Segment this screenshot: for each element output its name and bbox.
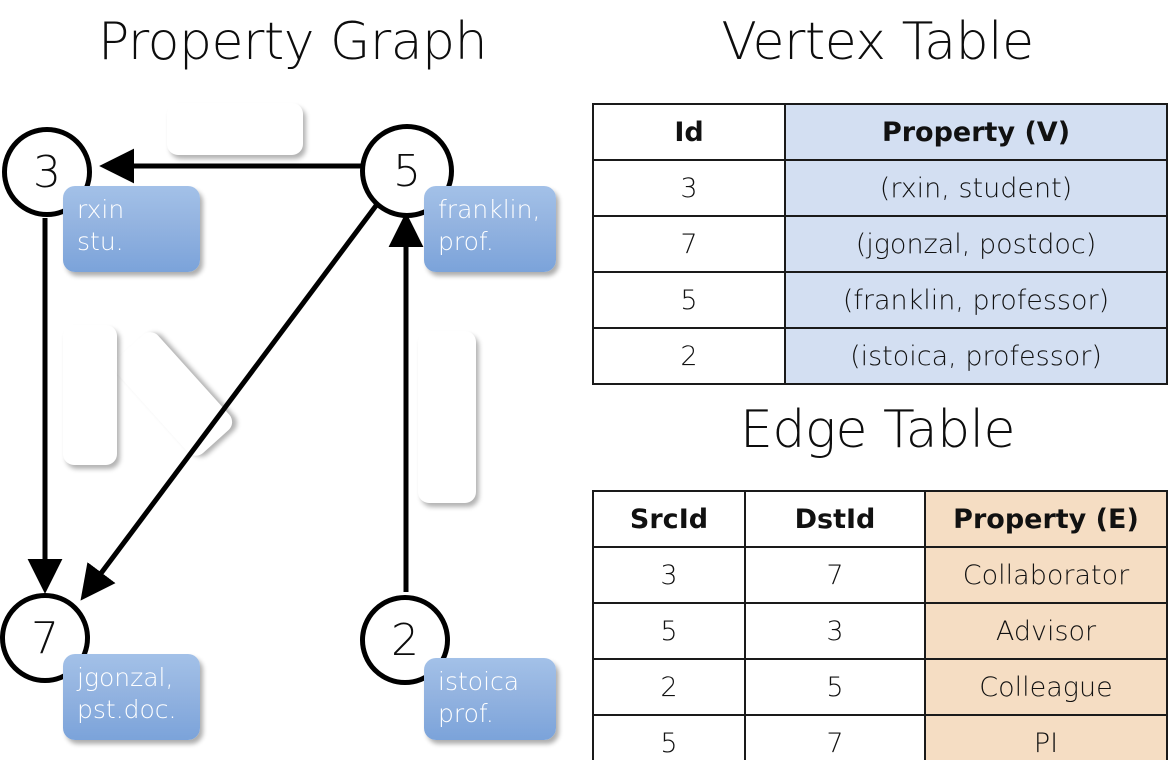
edge-label-advisor-text: Advisor — [184, 113, 286, 145]
table-row: 3 7 Collaborator — [592, 546, 1168, 604]
vertex-property-box-3-line2: stu. — [77, 227, 124, 256]
vertex-table-header-property: Property (V) — [784, 103, 1168, 161]
edge-table-header-property: Property (E) — [924, 490, 1168, 548]
edge-row-2-dst: 5 — [744, 658, 926, 716]
edge-table-header-dstid: DstId — [744, 490, 926, 548]
edge-row-2-property: Colleague — [924, 658, 1168, 716]
vertex-property-box-7: jgonzal, pst.doc. — [63, 654, 200, 740]
vertex-property-box-7-line1: jgonzal, — [77, 663, 174, 692]
graph-node-5-label: 5 — [393, 145, 421, 197]
vertex-property-box-2-line2: prof. — [438, 699, 494, 728]
graph-node-2-label: 2 — [391, 614, 419, 666]
vertex-property-box-5-line2: prof. — [438, 227, 494, 256]
edge-label-pi-text: PI — [153, 374, 193, 414]
edge-label-collab: Collab. — [63, 325, 117, 465]
edge-row-1-src: 5 — [592, 602, 746, 660]
edge-table: SrcId DstId Property (E) 3 7 Collaborato… — [592, 490, 1168, 760]
vertex-row-0-id: 3 — [592, 159, 786, 217]
table-row: 7 (jgonzal, postdoc) — [592, 215, 1168, 273]
graph-node-3-label: 3 — [33, 146, 61, 198]
table-row: 5 (franklin, professor) — [592, 271, 1168, 329]
table-row: 2 5 Colleague — [592, 658, 1168, 716]
edge-table-header-srcid: SrcId — [592, 490, 746, 548]
edge-row-3-dst: 7 — [744, 714, 926, 760]
vertex-row-2-property: (franklin, professor) — [784, 271, 1168, 329]
edge-row-3-property: PI — [924, 714, 1168, 760]
property-graph-diagram: 3 5 7 2 rxin stu. franklin, prof. jgonza… — [0, 103, 556, 740]
graph-node-2[interactable]: 2 — [360, 595, 450, 685]
edge-row-0-dst: 7 — [744, 546, 926, 604]
table-row: 3 (rxin, student) — [592, 159, 1168, 217]
vertex-property-box-5: franklin, prof. — [424, 186, 556, 272]
vertex-row-1-id: 7 — [592, 215, 786, 273]
edge-row-1-dst: 3 — [744, 602, 926, 660]
vertex-property-box-5-line1: franklin, — [438, 195, 541, 224]
table-row: 5 3 Advisor — [592, 602, 1168, 660]
vertex-table-header-id: Id — [592, 103, 786, 161]
edge-row-3-src: 5 — [592, 714, 746, 760]
table-row: 5 7 PI — [592, 714, 1168, 760]
edge-label-advisor: Advisor — [167, 103, 303, 155]
edge-row-0-src: 3 — [592, 546, 746, 604]
vertex-property-box-3: rxin stu. — [63, 186, 200, 272]
vertex-table: Id Property (V) 3 (rxin, student) 7 (jgo… — [592, 103, 1168, 385]
edge-table-header-row: SrcId DstId Property (E) — [592, 490, 1168, 548]
edge-row-2-src: 2 — [592, 658, 746, 716]
graph-node-7-label: 7 — [31, 612, 59, 664]
page-title-vertex-table: Vertex Table — [721, 12, 1034, 72]
edge-label-collab-text: Collab. — [74, 348, 106, 442]
vertex-row-0-property: (rxin, student) — [784, 159, 1168, 217]
vertex-property-box-3-line1: rxin — [77, 195, 125, 224]
edge-5-to-7-pi — [80, 201, 381, 601]
edge-row-0-property: Collaborator — [924, 546, 1168, 604]
vertex-row-3-id: 2 — [592, 327, 786, 385]
vertex-table-header-row: Id Property (V) — [592, 103, 1168, 161]
vertex-row-1-property: (jgonzal, postdoc) — [784, 215, 1168, 273]
vertex-property-box-7-line2: pst.doc. — [77, 695, 177, 724]
graph-edges-svg — [27, 148, 424, 601]
vertex-row-3-property: (istoica, professor) — [784, 327, 1168, 385]
vertex-property-box-2: istoica prof. — [424, 658, 556, 740]
edge-label-colleague-text: Colleague — [431, 350, 463, 484]
edge-label-colleague: Colleague — [418, 331, 476, 503]
page-title-edge-table: Edge Table — [739, 400, 1016, 460]
vertex-row-2-id: 5 — [592, 271, 786, 329]
page-title-property-graph: Property Graph — [97, 12, 488, 72]
table-row: 2 (istoica, professor) — [592, 327, 1168, 385]
vertex-property-box-2-line1: istoica — [438, 667, 520, 696]
edge-row-1-property: Advisor — [924, 602, 1168, 660]
